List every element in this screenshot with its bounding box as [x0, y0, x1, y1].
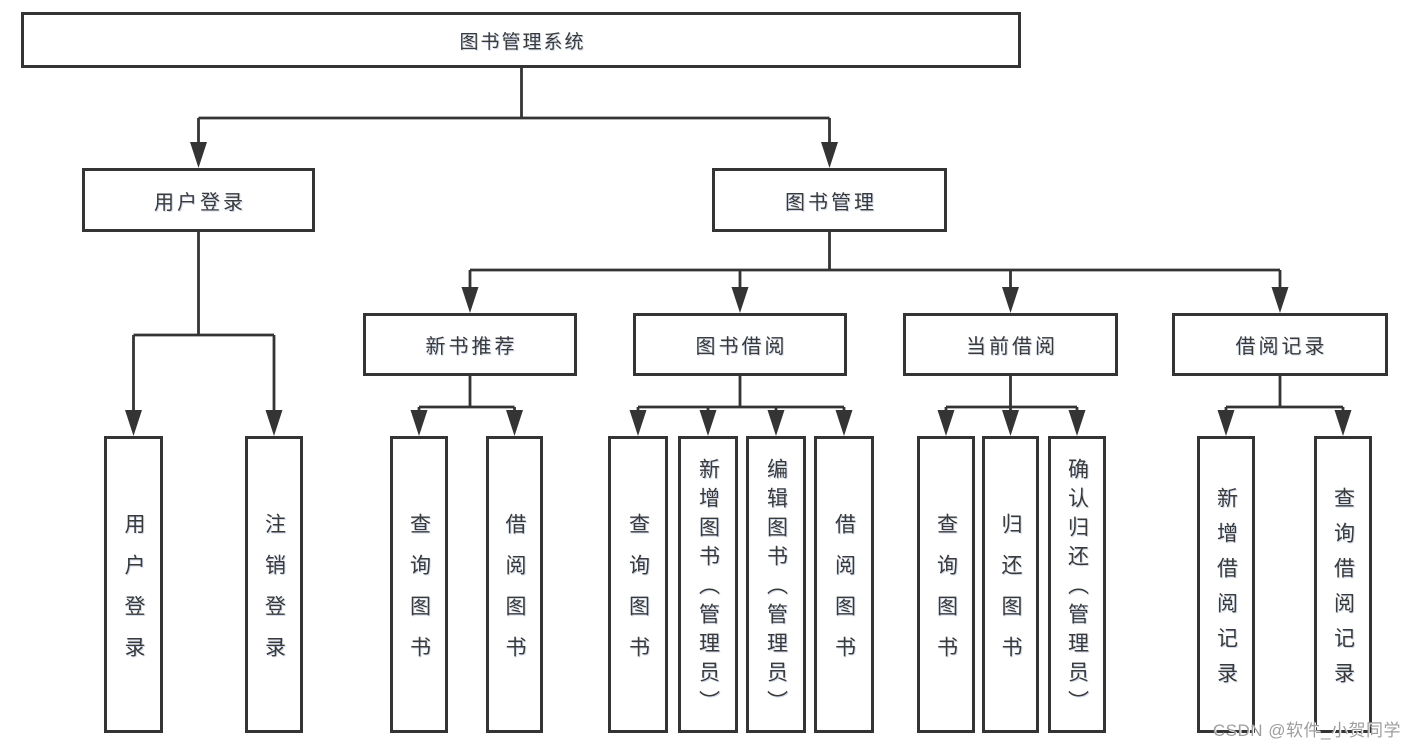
node-new-book-recommend: 新书推荐 [363, 313, 577, 376]
leaf-add-books-admin: 新增图书（管理员） [678, 436, 738, 733]
node-book-borrow: 图书借阅 [633, 313, 847, 376]
leaf-logout-login: 注销登录 [245, 436, 303, 733]
leaf-confirm-return-admin: 确认归还（管理员） [1048, 436, 1106, 733]
leaf-return-books: 归还图书 [982, 436, 1039, 733]
node-borrow-records: 借阅记录 [1172, 313, 1388, 376]
leaf-borrow-books-rec: 借阅图书 [486, 436, 543, 733]
node-current-borrow: 当前借阅 [903, 313, 1118, 376]
leaf-query-books-rec: 查询图书 [390, 436, 448, 733]
arrowheads [125, 142, 1352, 436]
node-book-management: 图书管理 [712, 168, 947, 232]
leaf-query-borrow-record: 查询借阅记录 [1314, 436, 1372, 733]
leaf-user-login: 用户登录 [104, 436, 163, 733]
node-user-login: 用户登录 [82, 168, 315, 232]
leaf-add-borrow-record: 新增借阅记录 [1197, 436, 1255, 733]
leaf-query-books-current: 查询图书 [917, 436, 975, 733]
node-root: 图书管理系统 [21, 12, 1021, 68]
leaf-query-books-borrow: 查询图书 [608, 436, 668, 733]
leaf-edit-books-admin: 编辑图书（管理员） [746, 436, 806, 733]
leaf-borrow-books: 借阅图书 [814, 436, 874, 733]
watermark: CSDN @软件_小贺同学 [1212, 721, 1401, 740]
